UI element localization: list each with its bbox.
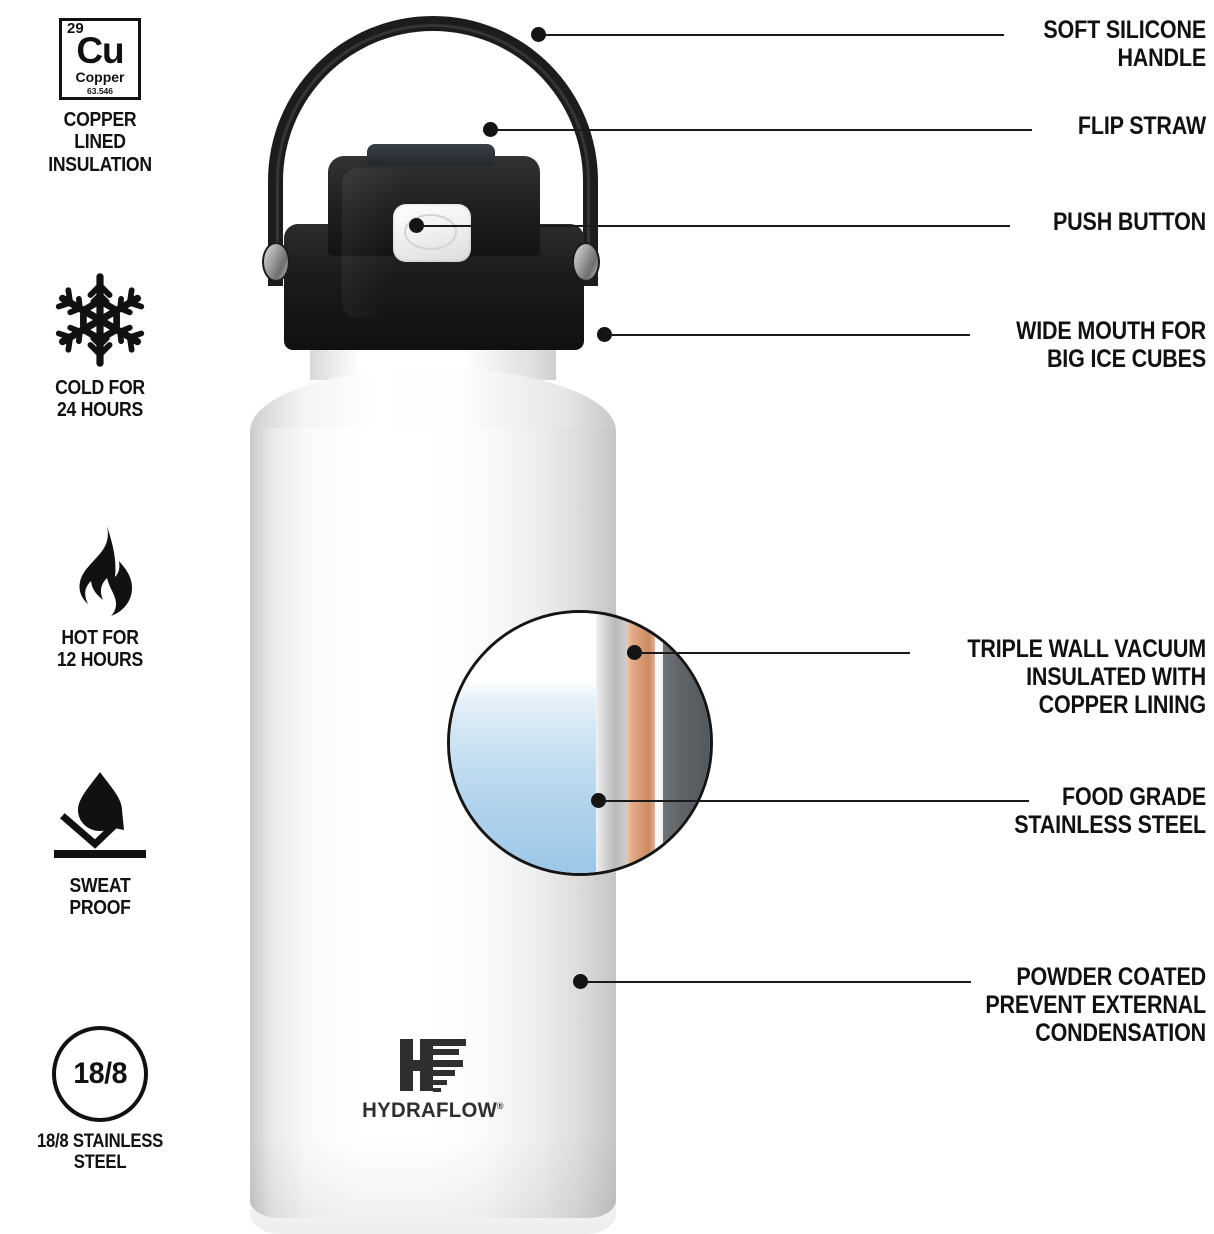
sidebar-label-sweat-proof: SWEAT PROOF — [12, 875, 188, 920]
callout-text: FLIP STRAW — [845, 112, 1206, 140]
element-atomic-mass: 63.546 — [87, 85, 113, 96]
callout-text: TRIPLE WALL VACUUM INSULATED WITH COPPER… — [836, 635, 1206, 719]
hydraflow-monogram-icon — [400, 1039, 466, 1092]
sidebar-item-cold-for-24-hours: COLD FOR 24 HOURS — [0, 272, 200, 422]
element-symbol: Cu — [76, 30, 124, 71]
sidebar-label-line2: 24 HOURS — [57, 399, 143, 422]
callout-text: WIDE MOUTH FOR BIG ICE CUBES — [845, 317, 1206, 373]
callout-line1: FOOD GRADE — [1061, 783, 1206, 811]
callout-flip-straw: FLIP STRAW — [786, 112, 1206, 140]
callout-powder-coated: POWDER COATED PREVENT EXTERNAL CONDENSAT… — [776, 963, 1206, 1047]
sidebar-label-cold-for-24-hours: COLD FOR 24 HOURS — [12, 377, 188, 422]
sidebar-label-line1: 18/8 STAINLESS — [36, 1131, 164, 1152]
callout-text: POWDER COATED PREVENT EXTERNAL CONDENSAT… — [836, 963, 1206, 1047]
callout-soft-silicone-handle: SOFT SILICONE HANDLE — [786, 16, 1206, 72]
callout-text: FOOD GRADE STAINLESS STEEL — [845, 783, 1206, 839]
sidebar-label-18-8-stainless-steel: 18/8 STAINLESS STEEL — [12, 1131, 188, 1174]
push-button-ring — [404, 214, 457, 250]
sidebar-label-line2: STEEL — [73, 1152, 127, 1174]
element-atomic-number: 29 — [67, 20, 84, 37]
leader-line-food-grade-steel — [604, 800, 1029, 802]
callout-line2: BIG ICE CUBES — [1046, 345, 1206, 373]
callout-text: PUSH BUTTON — [845, 208, 1206, 236]
sidebar-label-line3: INSULATION — [48, 153, 152, 176]
cs-inner-steel-layer — [595, 613, 627, 873]
leader-dot-soft-silicone-handle — [531, 27, 546, 42]
leader-line-soft-silicone-handle — [544, 34, 1004, 36]
callout-line2: INSULATED WITH — [1026, 663, 1206, 691]
callout-text: SOFT SILICONE HANDLE — [845, 16, 1206, 72]
callout-line2: STAINLESS STEEL — [1014, 811, 1206, 839]
cs-outer-wall-layer — [663, 613, 710, 873]
copper-element-icon: 29 Cu Copper 63.546 — [0, 18, 200, 100]
handle-hinge-left — [262, 242, 290, 282]
sidebar-item-copper-lined-insulation: 29 Cu Copper 63.546 COPPER LINED INSULAT… — [0, 18, 200, 176]
brand-wordmark: HYDRAFLOW® — [350, 1099, 517, 1123]
brand-name-text: HYDRAFLOW — [362, 1099, 498, 1122]
sidebar-label-line2: LINED — [74, 131, 126, 154]
sidebar-label-line2: 12 HOURS — [57, 649, 143, 672]
leader-dot-flip-straw — [483, 122, 498, 137]
cs-vacuum-gap-layer — [655, 613, 664, 873]
callout-line1: SOFT SILICONE — [1043, 16, 1206, 44]
leader-dot-push-button — [409, 218, 424, 233]
snowflake-icon — [0, 272, 200, 368]
leader-line-triple-wall — [640, 652, 910, 654]
handle-hinge-right — [572, 242, 600, 282]
sidebar-label-copper-lined-insulation: COPPER LINED INSULATION — [12, 109, 188, 176]
callout-line2: PREVENT EXTERNAL — [985, 991, 1206, 1019]
water-repellent-icon — [0, 766, 200, 866]
sidebar-label-hot-for-12-hours: HOT FOR 12 HOURS — [12, 627, 188, 672]
callout-line1: FLIP STRAW — [1077, 112, 1206, 140]
leader-dot-food-grade-steel — [591, 793, 606, 808]
flame-icon — [0, 524, 200, 618]
callout-food-grade-stainless-steel: FOOD GRADE STAINLESS STEEL — [786, 783, 1206, 839]
push-button-control[interactable] — [393, 204, 471, 262]
leader-dot-triple-wall — [627, 645, 642, 660]
cs-water-layer — [450, 613, 596, 873]
sidebar-item-hot-for-12-hours: HOT FOR 12 HOURS — [0, 524, 200, 672]
callout-line1: TRIPLE WALL VACUUM — [967, 635, 1206, 663]
periodic-element-tile: 29 Cu Copper 63.546 — [59, 18, 141, 100]
callout-line3: COPPER LINING — [1038, 691, 1207, 719]
stainless-grade-icon: 18/8 — [0, 1026, 200, 1122]
sidebar-label-line1: SWEAT — [69, 875, 131, 897]
leader-line-wide-mouth — [610, 334, 970, 336]
leader-line-flip-straw — [496, 129, 1032, 131]
leader-line-powder-coated — [586, 981, 971, 983]
bottle-base-shading — [250, 1138, 616, 1234]
sidebar-item-sweat-proof: SWEAT PROOF — [0, 766, 200, 920]
brand-logo: HYDRAFLOW® — [347, 1036, 519, 1123]
sidebar-label-line2: PROOF — [69, 897, 131, 920]
wall-cross-section-magnifier — [447, 610, 713, 876]
callout-line2: HANDLE — [1117, 44, 1206, 72]
leader-line-push-button — [422, 225, 1010, 227]
callout-line1: PUSH BUTTON — [1053, 208, 1206, 236]
leader-dot-powder-coated — [573, 974, 588, 989]
sidebar-item-18-8-stainless-steel: 18/8 18/8 STAINLESS STEEL — [0, 1026, 200, 1174]
element-name: Copper — [75, 69, 125, 85]
callout-line1: POWDER COATED — [1016, 963, 1206, 991]
callout-line3: CONDENSATION — [1035, 1019, 1206, 1047]
grade-circle: 18/8 — [52, 1026, 148, 1122]
sidebar-label-line1: COPPER — [63, 109, 137, 131]
callout-push-button: PUSH BUTTON — [786, 208, 1206, 236]
brand-trademark-symbol: ® — [497, 1101, 504, 1111]
flip-straw-spout — [367, 144, 495, 166]
callout-line1: WIDE MOUTH FOR — [1016, 317, 1206, 345]
grade-value: 18/8 — [73, 1057, 127, 1090]
sidebar-label-line1: COLD FOR — [55, 377, 145, 399]
callout-triple-wall-vacuum: TRIPLE WALL VACUUM INSULATED WITH COPPER… — [776, 635, 1206, 719]
sidebar-label-line1: HOT FOR — [61, 627, 139, 649]
leader-dot-wide-mouth — [597, 327, 612, 342]
callout-wide-mouth: WIDE MOUTH FOR BIG ICE CUBES — [786, 317, 1206, 373]
